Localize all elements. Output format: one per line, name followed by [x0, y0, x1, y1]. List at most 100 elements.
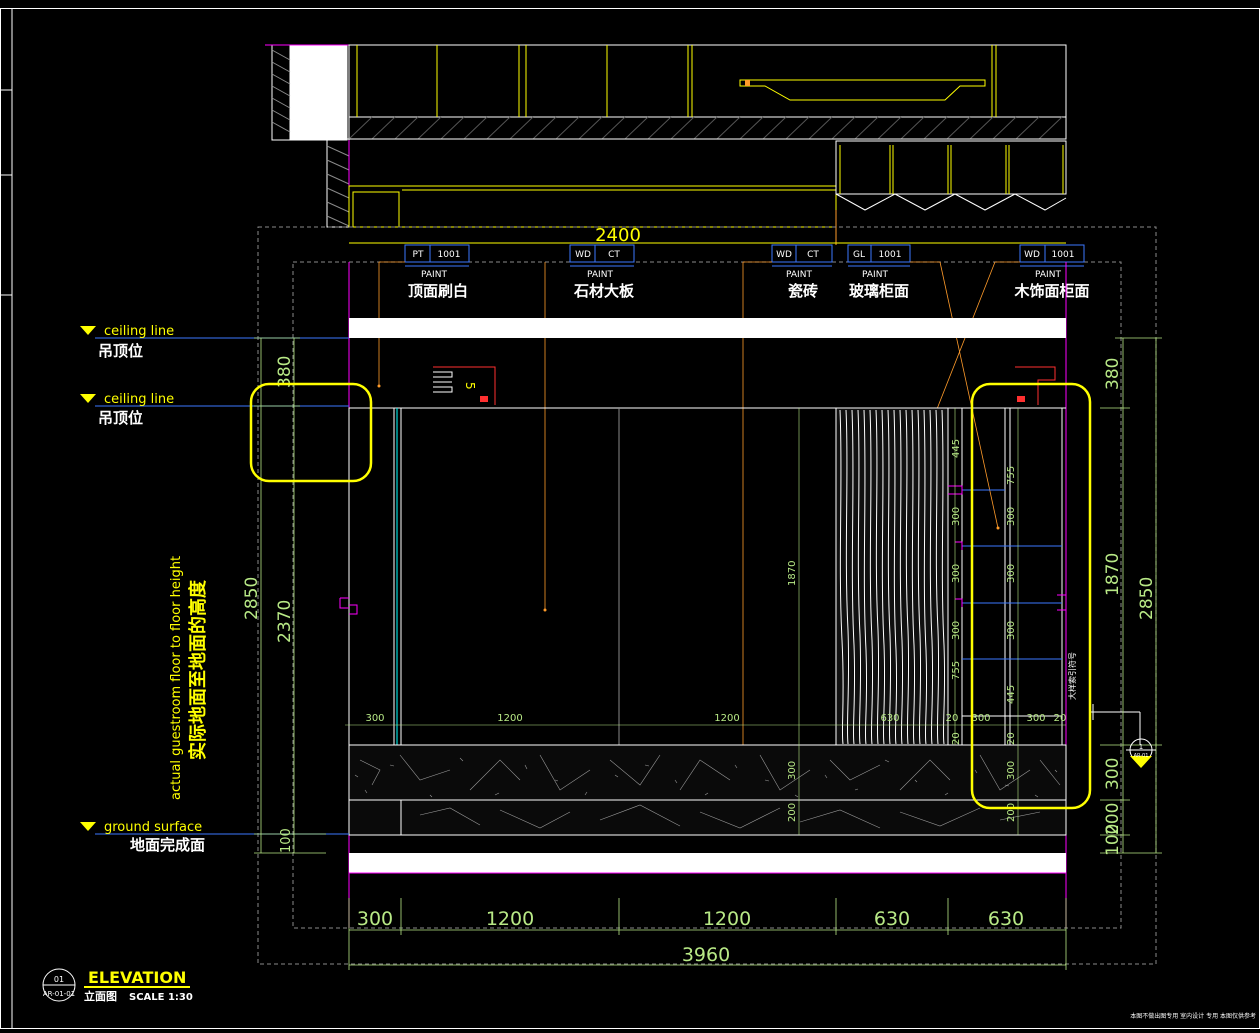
dim-380-right: 380 [1103, 358, 1123, 390]
stair-symbol: 5 [433, 366, 1056, 405]
ceiling-section-plan [265, 44, 1067, 245]
elevation-title-block: 01 AR-01-01 ELEVATION 立面图 SCALE 1:30 [42, 968, 193, 1003]
detail-highlight-left [249, 382, 373, 483]
elevation-title: ELEVATION [88, 968, 186, 987]
ceiling-level-triangle-icon [80, 326, 96, 335]
tag-kind: PAINT [786, 270, 812, 280]
tag-kind: PAINT [421, 270, 447, 280]
ceiling-band [349, 318, 1066, 338]
dim-2850-left: 2850 [242, 577, 262, 620]
dim-200-right: 200 [1103, 803, 1123, 835]
dim-shelf-right: 300 [1006, 564, 1017, 583]
total-width: 3960 [682, 944, 730, 966]
dim-shelf: 445 [951, 439, 962, 458]
bottom-dimensions [348, 898, 1067, 970]
tag-name: 瓷砖 [788, 282, 818, 300]
dim-shelf: 20 [951, 732, 962, 745]
right-dimension-texts: 380 1870 2850 300 200 100 [1103, 358, 1157, 856]
sheet-frame [0, 8, 1260, 1029]
tag-kind: PAINT [862, 270, 888, 280]
floor-band [349, 853, 1066, 873]
floor-height-note-cn: 实际地面至地面的高度 [187, 579, 209, 760]
section-marker-number: 1 [1139, 743, 1143, 751]
ceiling-line-label: ceiling line [104, 392, 174, 407]
dim-bottom: 300 [357, 908, 393, 930]
section-arrow-icon [1130, 756, 1152, 768]
tag-number: 1001 [1052, 250, 1075, 260]
dim-inner: 300 [971, 713, 990, 724]
inner-dimensions [345, 408, 1066, 835]
level-markers: ceiling line 吊顶位 ceiling line 吊顶位 ground… [80, 324, 349, 854]
right-dimensions [1100, 337, 1162, 854]
tag-name: 木饰面柜面 [1013, 282, 1089, 300]
dim-inner: 300 [365, 713, 384, 724]
tag-name: 顶面刷白 [408, 282, 468, 300]
material-tag: WD CT PAINT 石材大板 [569, 244, 635, 300]
dim-2850-right: 2850 [1137, 577, 1157, 620]
dim-300-right: 300 [1103, 758, 1123, 790]
tag-kind: PAINT [587, 270, 613, 280]
dim-cab-200: 200 [1006, 803, 1017, 822]
dim-2370-left: 2370 [275, 600, 295, 643]
material-tags: PT 1001 PAINT 顶面刷白 WD CT PAINT 石材大板 WD C… [404, 244, 1090, 300]
cabinet-vertical-label: 大样索引符号 [1067, 652, 1077, 700]
dim-inner: 1200 [497, 713, 522, 724]
dim-shelf: 300 [951, 621, 962, 640]
dim-mid-200: 200 [787, 803, 798, 822]
glass-cabinet: 大样索引符号 [947, 408, 1141, 745]
tag-number: CT [807, 250, 819, 260]
ground-surface-label: ground surface [104, 820, 202, 835]
stone-texture [354, 754, 1061, 829]
tile-grain [839, 409, 946, 745]
scale-label: SCALE 1:30 [129, 992, 193, 1003]
dim-mid-1870: 1870 [787, 561, 798, 586]
dim-shelf-right: 445 [1006, 685, 1017, 704]
dim-100-left: 100 [279, 828, 294, 853]
dim-inner: 300 [1026, 713, 1045, 724]
dim-inner: 20 [946, 713, 959, 724]
detail-highlight-right [970, 382, 1092, 810]
section-marker-sheet: AR-01 [1134, 753, 1149, 759]
tag-code: WD [575, 250, 591, 260]
inner-dashed-border [292, 261, 1122, 929]
floor-height-note-en: actual guestroom floor to floor height [169, 556, 184, 800]
ground-level-triangle-icon [80, 822, 96, 831]
material-tag: PT 1001 PAINT 顶面刷白 [404, 244, 470, 300]
dim-inner: 630 [880, 713, 899, 724]
tag-number: 1001 [438, 250, 461, 260]
elevation-main: 大样索引符号 5 [339, 262, 1141, 928]
tag-code: PT [413, 250, 424, 260]
dim-shelf-right: 300 [1006, 621, 1017, 640]
dim-100-right: 100 [1103, 824, 1123, 856]
tag-name: 石材大板 [573, 282, 635, 300]
left-dimension-texts: 380 2850 2370 100 [242, 356, 295, 853]
tag-code: GL [853, 250, 865, 260]
callout-number: 01 [54, 975, 64, 984]
dim-inner: 1200 [714, 713, 739, 724]
outer-dashed-border [257, 226, 1157, 965]
section-marker: 1 AR-01 [1126, 738, 1156, 768]
ceiling-line-label: ceiling line [104, 324, 174, 339]
inner-dimension-texts: 300 1200 1200 630 20 300 300 20 1870 300… [365, 439, 1066, 822]
footnote: 本图不做出图专用 室内设计 专用 本图仅供参考 [1130, 1012, 1256, 1020]
elevation-title-cn: 立面图 [84, 989, 117, 1003]
tag-code: WD [1024, 250, 1040, 260]
tag-number: 1001 [879, 250, 902, 260]
dim-bottom: 630 [874, 908, 910, 930]
dim-shelf: 300 [951, 564, 962, 583]
ground-surface-label-cn: 地面完成面 [130, 836, 205, 854]
dim-1870-right: 1870 [1103, 553, 1123, 596]
material-tag: GL 1001 PAINT 玻璃柜面 [847, 244, 911, 300]
top-dimension-text: 2400 [595, 225, 641, 246]
bottom-dimension-texts: 300 1200 1200 630 630 3960 [357, 908, 1024, 966]
left-dimensions [254, 337, 326, 854]
tag-kind: PAINT [1035, 270, 1061, 280]
dim-shelf-right: 755 [1006, 466, 1017, 485]
dim-cab-300: 300 [1006, 761, 1017, 780]
dim-inner: 20 [1054, 713, 1067, 724]
dim-shelf-right: 300 [1006, 507, 1017, 526]
material-tag: WD 1001 PAINT 木饰面柜面 [1013, 244, 1090, 300]
ceiling-line-label-cn: 吊顶位 [98, 409, 143, 427]
tag-code: WD [776, 250, 792, 260]
